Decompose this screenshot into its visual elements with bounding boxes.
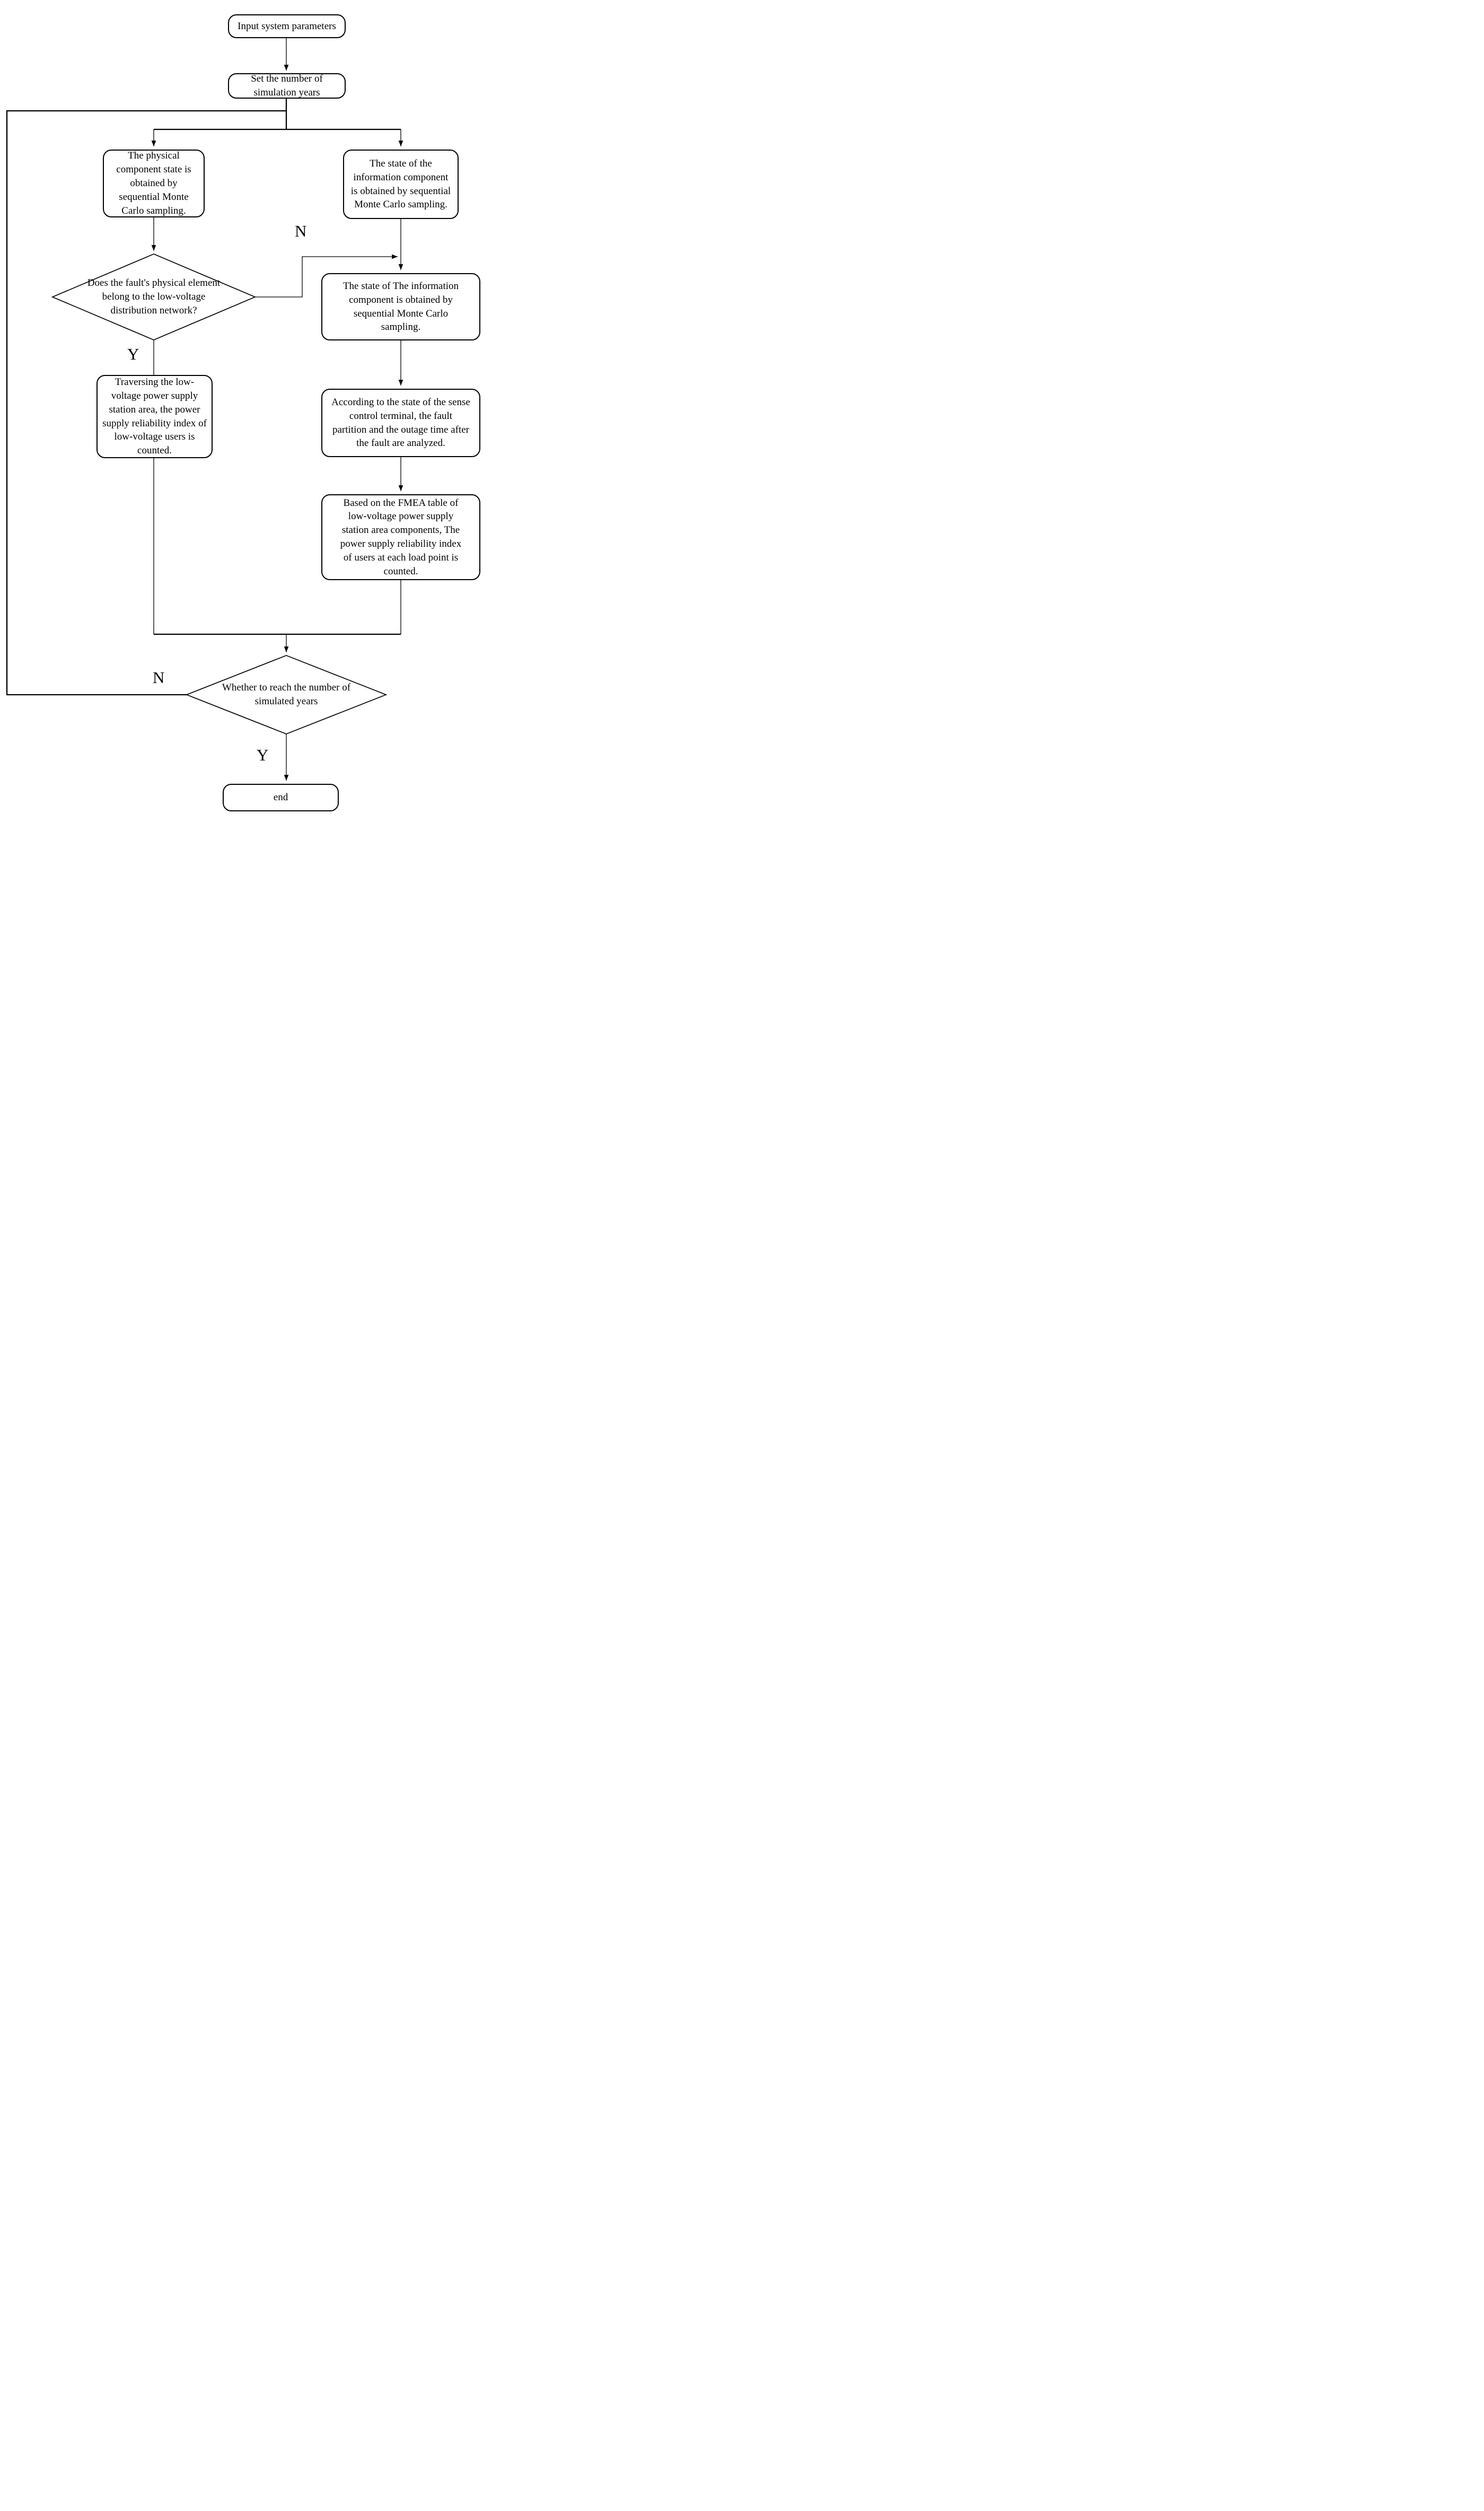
- edge-fault-decision-no-path: [255, 254, 398, 298]
- node-information-component-sampling: The state of the information component i…: [343, 150, 459, 219]
- node-input-text: Input system parameters: [238, 20, 336, 32]
- node-analyze-fault-partition: According to the state of the sense cont…: [321, 389, 480, 457]
- node-physical-sampling-text: The physical component state is obtained…: [116, 150, 191, 216]
- flowchart: Input system parameters Set the number o…: [0, 0, 495, 837]
- node-fmea-reliability-index: Based on the FMEA table of low-voltage p…: [321, 494, 480, 580]
- node-analyze-text: According to the state of the sense cont…: [331, 396, 470, 449]
- decision-fault-in-lv-network: [51, 253, 257, 340]
- node-set-years-text: Set the number of simulation years: [251, 73, 323, 98]
- node-information-state-text: The state of The information component i…: [343, 280, 459, 333]
- node-traverse-station-area: Traversing the low-voltage power supply …: [96, 375, 213, 458]
- node-physical-component-sampling: The physical component state is obtained…: [103, 150, 205, 217]
- connector-layer: [6, 38, 403, 781]
- branch-label-years-yes: Y: [257, 746, 269, 764]
- node-information-state-sampling: The state of The information component i…: [321, 273, 480, 340]
- node-input-system-parameters: Input system parameters: [228, 14, 346, 38]
- edge-reach-years-no-loopback: [6, 110, 286, 696]
- node-set-simulation-years: Set the number of simulation years: [228, 73, 346, 99]
- branch-label-fault-yes: Y: [127, 345, 139, 363]
- node-information-sampling-text: The state of the information component i…: [350, 158, 451, 211]
- branch-label-fault-no: N: [295, 222, 307, 240]
- node-end: end: [223, 784, 339, 811]
- node-end-text: end: [273, 792, 288, 803]
- node-traverse-text: Traversing the low-voltage power supply …: [102, 377, 207, 457]
- branch-label-years-no: N: [153, 668, 165, 687]
- decision-reach-years: [185, 655, 388, 734]
- node-fmea-text: Based on the FMEA table of low-voltage p…: [340, 497, 462, 577]
